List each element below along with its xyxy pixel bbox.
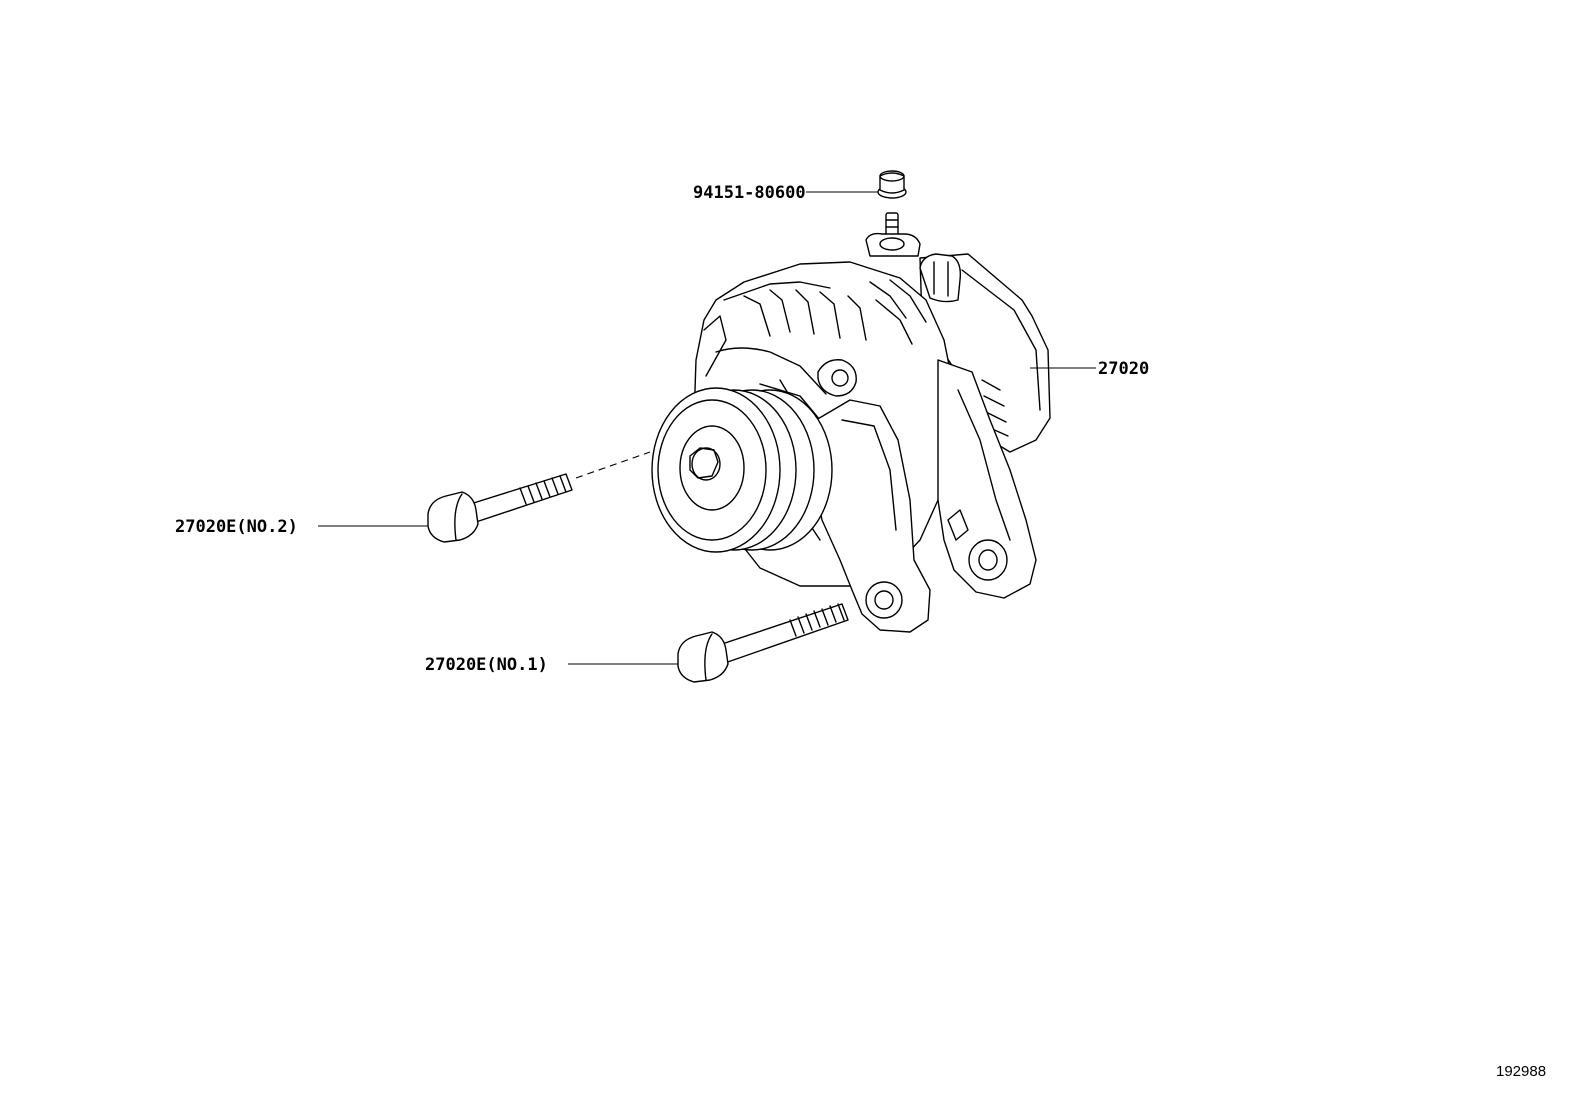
callout-bolt-no1: 27020E(NO.1) [425,655,548,675]
figure-number: 192988 [1496,1063,1546,1080]
bolt-no2 [427,473,573,543]
callout-bolt-no2: 27020E(NO.2) [175,517,298,537]
terminal-stud [865,212,921,257]
alternator-assembly [651,253,1051,633]
callout-nut: 94151-80600 [693,183,806,203]
callout-alternator: 27020 [1098,359,1149,379]
flange-nut [877,170,907,199]
dashed-axis-line [575,451,651,479]
bolt-no1 [677,603,849,683]
